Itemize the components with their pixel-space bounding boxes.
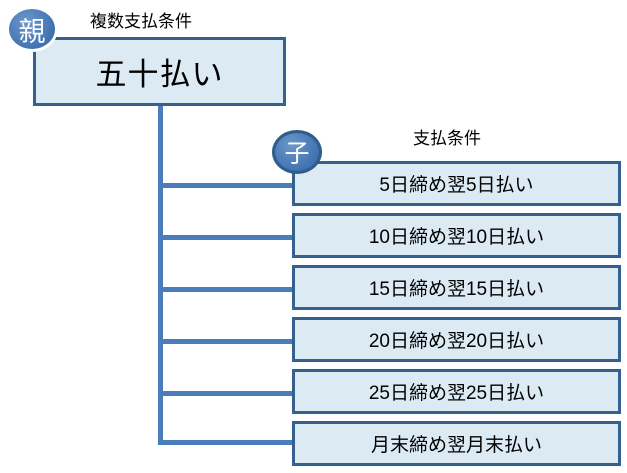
child-node-label: 20日締め翌20日払い <box>368 331 545 352</box>
connector-branch-6 <box>158 440 294 445</box>
connector-branch-4 <box>158 339 294 344</box>
child-node-label: 月末締め翌月末払い <box>370 435 542 456</box>
connector-branch-2 <box>158 235 294 240</box>
parent-node-label: 五十払い <box>95 57 224 92</box>
connector-branch-3 <box>158 287 294 292</box>
child-node-label: 5日締め翌5日払い <box>379 175 534 196</box>
connector-branch-1 <box>158 183 294 188</box>
child-node-box-5[interactable]: 25日締め翌25日払い <box>292 369 621 414</box>
parent-caption: 複数支払条件 <box>90 12 192 31</box>
parent-badge: 親 <box>6 6 58 52</box>
child-node-box-1[interactable]: 5日締め翌5日払い <box>292 161 621 206</box>
child-node-label: 10日締め翌10日払い <box>368 227 545 248</box>
parent-node-box[interactable]: 五十払い <box>33 37 286 106</box>
connector-trunk-vertical <box>158 105 163 445</box>
child-badge-label: 子 <box>284 140 310 168</box>
child-node-box-3[interactable]: 15日締め翌15日払い <box>292 265 621 310</box>
child-node-box-6[interactable]: 月末締め翌月末払い <box>292 421 621 466</box>
child-caption: 支払条件 <box>413 129 481 148</box>
child-badge: 子 <box>272 130 322 174</box>
parent-badge-label: 親 <box>18 16 46 47</box>
child-node-box-4[interactable]: 20日締め翌20日払い <box>292 317 621 362</box>
child-node-box-2[interactable]: 10日締め翌10日払い <box>292 213 621 258</box>
child-node-label: 15日締め翌15日払い <box>368 279 545 300</box>
child-node-label: 25日締め翌25日払い <box>368 383 545 404</box>
connector-branch-5 <box>158 391 294 396</box>
